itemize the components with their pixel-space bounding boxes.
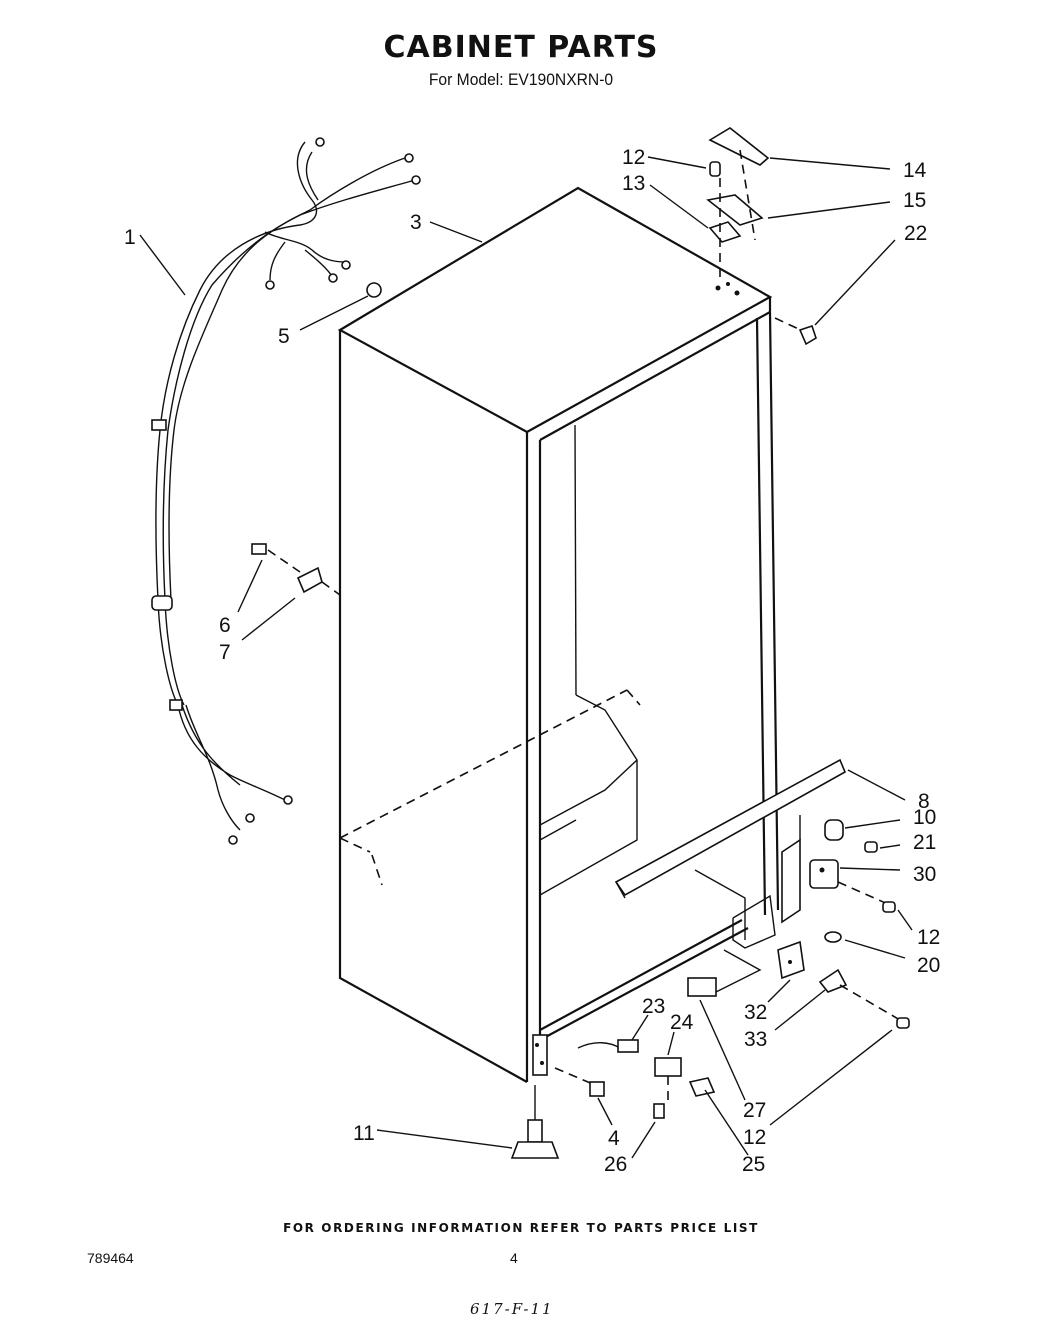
- callout-6: 6: [219, 614, 231, 637]
- callout-7: 7: [219, 641, 231, 664]
- document-number: 789464: [87, 1250, 134, 1266]
- ordering-note: FOR ORDERING INFORMATION REFER TO PARTS …: [283, 1221, 759, 1235]
- callout-21: 21: [913, 831, 936, 854]
- callout-33: 33: [744, 1028, 767, 1051]
- callout-15: 15: [903, 189, 926, 212]
- callout-12-bottom: 12: [743, 1126, 766, 1149]
- callout-11: 11: [353, 1122, 375, 1145]
- callout-4: 4: [608, 1127, 620, 1150]
- callout-3: 3: [410, 211, 422, 234]
- callout-12-top: 12: [622, 146, 645, 169]
- callout-27: 27: [743, 1099, 766, 1122]
- callout-10: 10: [913, 806, 936, 829]
- callout-14: 14: [903, 159, 927, 182]
- page-title: CABINET PARTS: [383, 30, 659, 65]
- small-parts: [251, 127, 910, 1159]
- callout-32: 32: [744, 1001, 767, 1024]
- callout-labels: 1 3 5 6 7 11 12 13 14 15 22 8 10 21 30 1…: [124, 146, 940, 1176]
- callout-22: 22: [904, 222, 927, 245]
- callout-26: 26: [604, 1153, 627, 1176]
- leader-lines: [139, 156, 913, 1159]
- model-subtitle: For Model: EV190NXRN-0: [428, 70, 614, 89]
- trim-strip: [614, 758, 847, 899]
- callout-13: 13: [622, 172, 645, 195]
- callout-24: 24: [670, 1011, 694, 1034]
- callout-1: 1: [124, 226, 136, 249]
- page-number: 4: [510, 1250, 518, 1266]
- callout-5: 5: [278, 325, 290, 348]
- callout-30: 30: [913, 863, 936, 886]
- callout-12-right: 12: [917, 926, 940, 949]
- callout-8: 8: [918, 790, 930, 813]
- wiring-harness: [151, 137, 421, 845]
- callout-25: 25: [742, 1153, 765, 1176]
- callout-23: 23: [642, 995, 665, 1018]
- handwritten-note: 617-F-11: [470, 1300, 554, 1318]
- cabinet-body: [337, 186, 780, 1083]
- callout-20: 20: [917, 954, 940, 977]
